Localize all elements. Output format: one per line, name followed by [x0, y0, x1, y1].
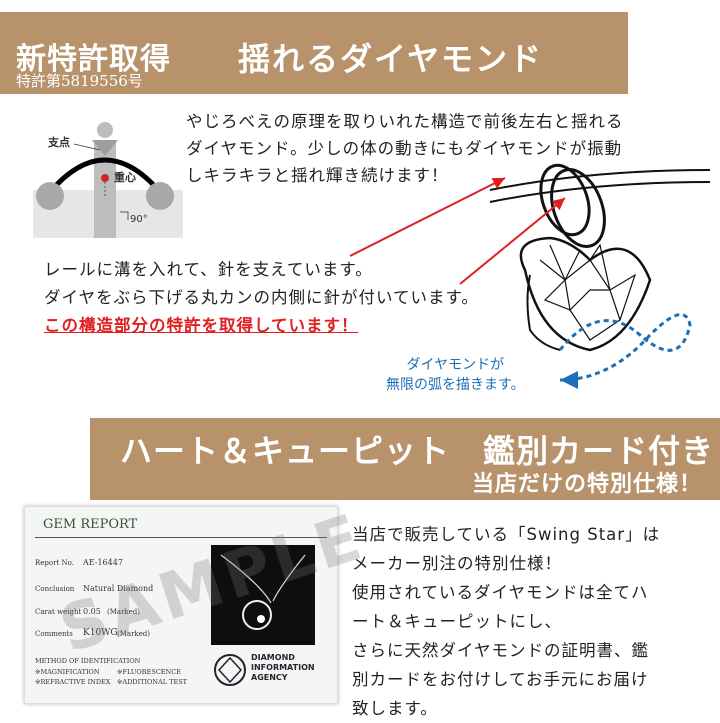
- angle-label: 90°: [130, 214, 148, 225]
- pendant-illustration: [489, 163, 711, 352]
- desc-line: 使用されているダイヤモンドは全てハ: [352, 583, 649, 602]
- report-divider: [35, 537, 327, 538]
- rail-explanation: レールに溝を入れて、針を支えています。 ダイヤをぶら下げる丸カンの内側に針が付い…: [44, 256, 479, 340]
- desc-line: さらに天然ダイヤモンドの証明書、鑑: [352, 641, 650, 660]
- agency-line: AGENCY: [251, 673, 288, 682]
- carat-value: 0.05: [83, 607, 101, 616]
- desc-line: 当店で販売している「Swing Star」は: [352, 525, 661, 544]
- method-item: ※ADDITIONAL TEST: [117, 678, 187, 686]
- method-item: ※MAGNIFICATION: [35, 668, 100, 676]
- method-label: METHOD OF IDENTIFICATION: [35, 657, 141, 665]
- heart-cupid-headline: ハート＆キューピット 鑑別カード付き: [120, 432, 715, 470]
- left-weight: [36, 182, 64, 210]
- comments-value: K10WG: [83, 628, 118, 638]
- intro-line: しキラキラと揺れ輝き続けます！: [186, 166, 449, 185]
- agency-logo: [214, 654, 246, 686]
- patent-title: 新特許取得: [16, 42, 171, 77]
- conclusion-value: Natural Diamond: [83, 584, 154, 593]
- agency-line: INFORMATION: [251, 663, 315, 672]
- pivot-label: 支点: [47, 135, 70, 149]
- patent-note: この構造部分の特許を取得しています！: [44, 316, 359, 335]
- report-photo: [211, 545, 315, 645]
- agency-line: DIAMOND: [251, 653, 295, 662]
- desc-line: ート＆キューピットにし、: [352, 612, 562, 631]
- carat-label: Carat weight: [35, 608, 82, 616]
- motion-label: ダイヤモンドが 無限の弧を描きます。: [386, 355, 525, 395]
- comments-note: (Marked): [117, 630, 151, 638]
- exclusive-note: 当店だけの特別仕様！: [471, 471, 702, 497]
- motion-label-line1: ダイヤモンドが: [406, 357, 505, 373]
- desc-line: 致します。: [352, 699, 438, 718]
- agency-name: DIAMOND INFORMATION AGENCY: [251, 653, 315, 683]
- motion-label-line2: 無限の弧を描きます。: [386, 377, 525, 393]
- heart-cupid-banner: ハート＆キューピット 鑑別カード付き 当店だけの特別仕様！: [90, 418, 720, 500]
- balance-diagram: 支点 重心 90°: [33, 122, 183, 238]
- desc-line: 別カードをお付けしてお手元にお届け: [352, 670, 649, 689]
- gem-report-card: GEM REPORT Report No. AE-16447 Conclusio…: [24, 500, 373, 704]
- right-weight: [146, 182, 174, 210]
- report-no-value: AE-16447: [83, 558, 123, 567]
- comments-label: Comments: [35, 630, 73, 638]
- gravity-label: 重心: [114, 170, 136, 184]
- method-item: ※REFRACTIVE INDEX: [35, 678, 111, 686]
- patent-banner: 新特許取得 特許第5819556号 揺れるダイヤモンド: [0, 12, 628, 94]
- method-item: ※FLUORESCENCE: [117, 668, 181, 676]
- infinity-motion-arrow: [558, 313, 692, 389]
- intro-paragraph: やじろべえの原理を取りいれた構造で前後左右と揺れる ダイヤモンド。少しの体の動き…: [186, 108, 624, 189]
- pointer-arrows: [349, 177, 692, 389]
- special-spec-paragraph: 当店で販売している「Swing Star」は メーカー別注の特別仕様！ 使用され…: [352, 520, 660, 723]
- swing-diamond-headline: 揺れるダイヤモンド: [238, 40, 544, 78]
- intro-line: ダイヤモンド。少しの体の動きにもダイヤモンドが振動: [186, 139, 623, 158]
- conclusion-label: Conclusion: [35, 585, 75, 593]
- patent-number: 特許第5819556号: [16, 72, 143, 90]
- rail-line: レールに溝を入れて、針を支えています。: [44, 260, 373, 279]
- arrow-to-rail: [349, 177, 506, 257]
- arrow-to-ring: [459, 197, 566, 285]
- intro-line: やじろべえの原理を取りいれた構造で前後左右と揺れる: [186, 112, 624, 131]
- report-title: GEM REPORT: [43, 517, 138, 532]
- carat-note: (Marked): [107, 608, 141, 616]
- report-no-label: Report No.: [35, 559, 74, 567]
- rail-line: ダイヤをぶら下げる丸カンの内側に針が付いています。: [44, 288, 479, 307]
- desc-line: メーカー別注の特別仕様！: [352, 554, 562, 573]
